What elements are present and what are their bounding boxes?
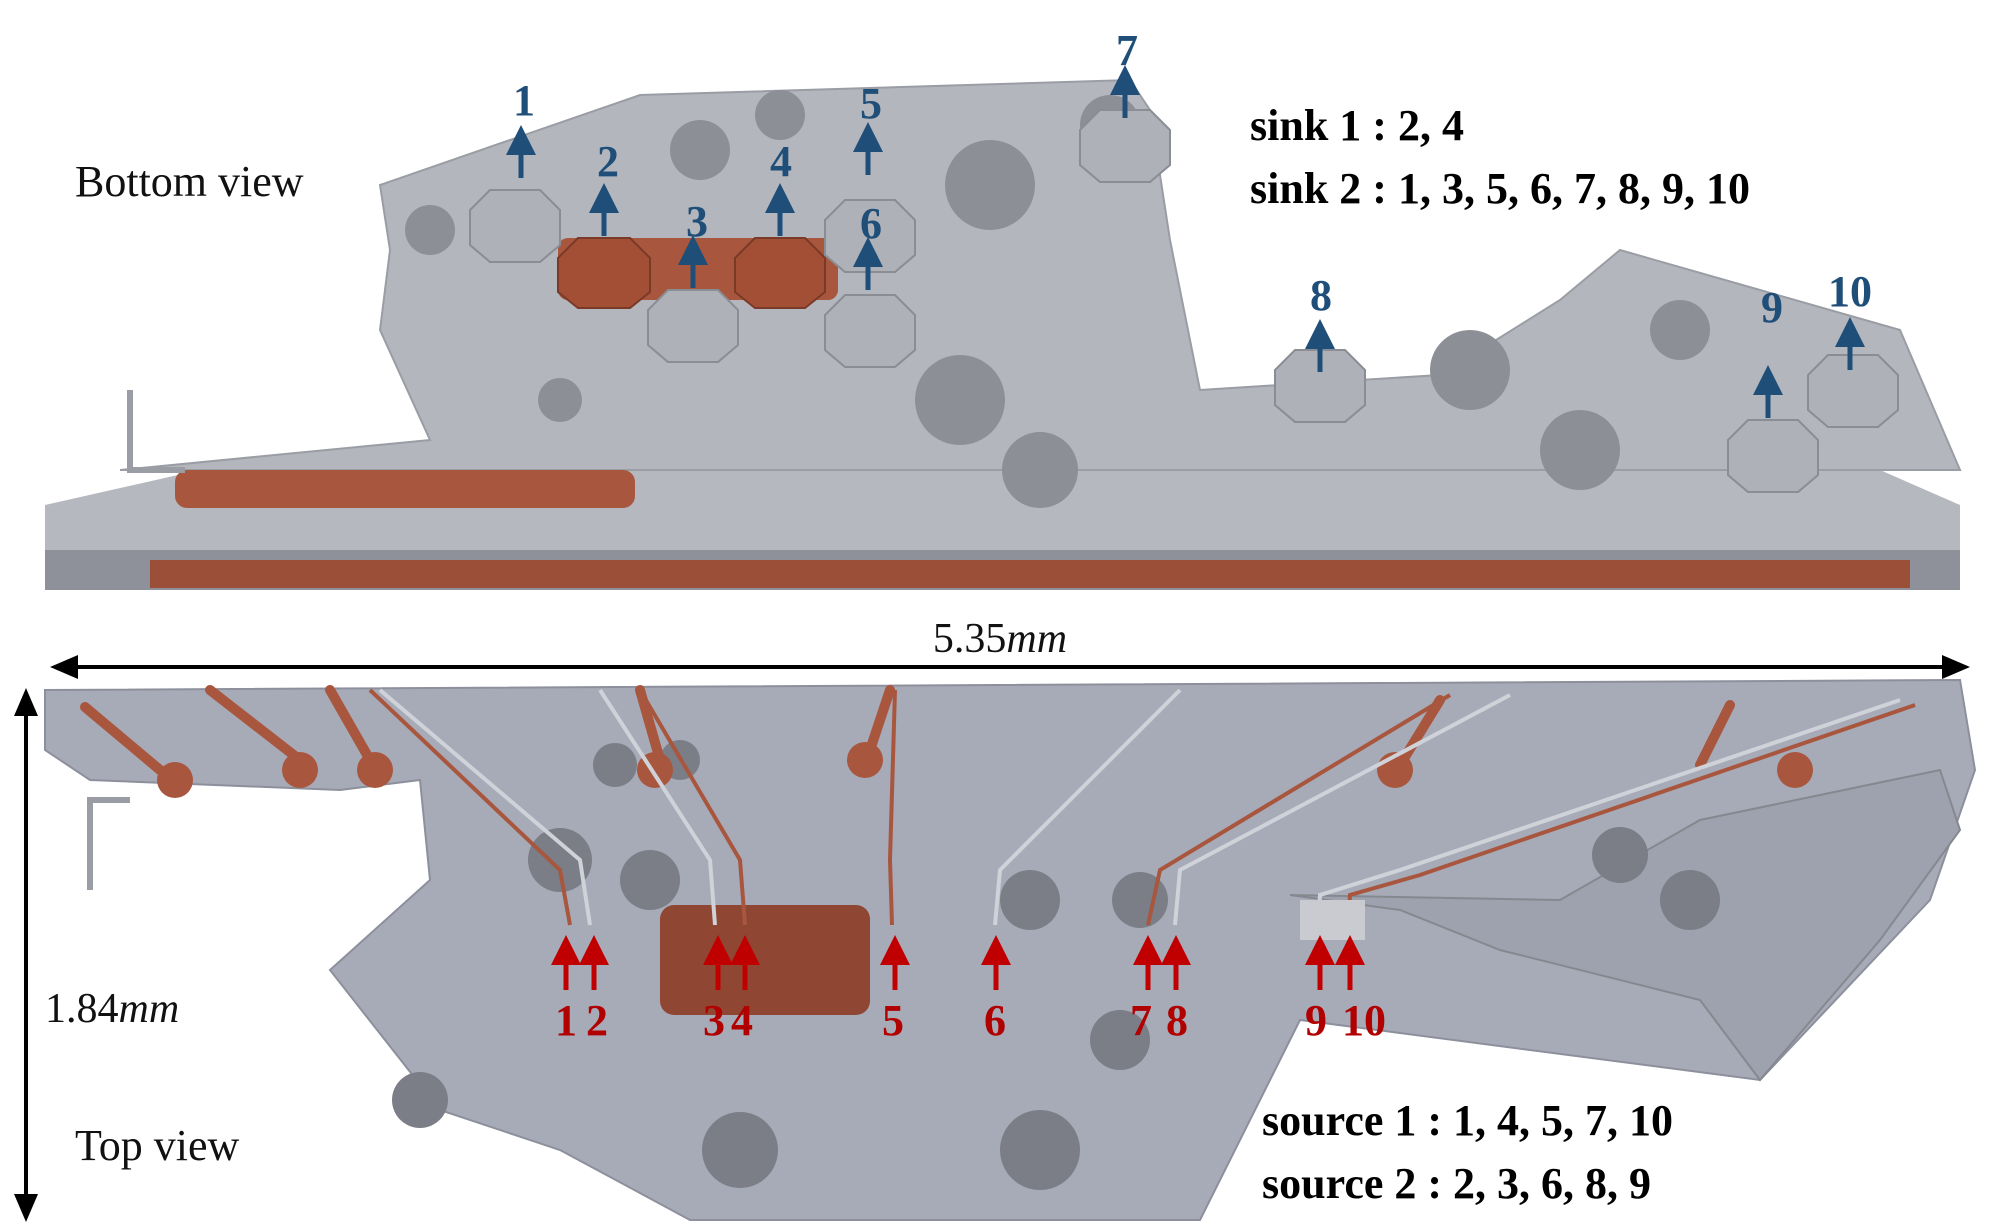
bottom-copper-rail <box>175 470 635 508</box>
width-unit: mm <box>1006 616 1067 662</box>
source-port-3: 3 <box>703 996 725 1045</box>
sink-port-10: 10 <box>1828 267 1872 316</box>
source-port-8: 8 <box>1166 996 1188 1045</box>
bottom-view-device <box>45 78 1962 590</box>
source-port-5: 5 <box>882 996 904 1045</box>
height-unit: mm <box>119 986 180 1032</box>
sink-port-7: 7 <box>1116 26 1138 75</box>
width-dimension: 5.35mm <box>50 616 1970 679</box>
legend-sink-1: sink 1 : 2, 4 <box>1250 101 1464 150</box>
width-label: 5.35mm <box>933 616 1067 662</box>
source-port-labels: 1 2 3 4 5 6 7 8 9 10 <box>555 996 1386 1045</box>
top-wire <box>87 797 130 890</box>
source-port-4: 4 <box>731 996 753 1045</box>
height-dimension: 1.84mm <box>14 688 179 1222</box>
bottom-copper-strip <box>150 560 1910 588</box>
source-port-10: 10 <box>1342 996 1386 1045</box>
legend-source-1: source 1 : 1, 4, 5, 7, 10 <box>1262 1096 1673 1145</box>
sink-port-5: 5 <box>860 79 882 128</box>
sink-port-8: 8 <box>1310 271 1332 320</box>
sink-port-1: 1 <box>513 76 535 125</box>
height-value: 1.84 <box>45 986 119 1032</box>
sink-arrows <box>506 65 1865 418</box>
sink-port-3: 3 <box>686 197 708 246</box>
bottom-main-body <box>119 78 1962 471</box>
top-port-block <box>1300 900 1365 940</box>
source-arrows <box>551 935 1365 990</box>
sink-port-2: 2 <box>597 137 619 186</box>
top-view-label: Top view <box>75 1121 240 1170</box>
sink-port-4: 4 <box>770 137 792 186</box>
source-port-2: 2 <box>586 996 608 1045</box>
legend-sink-2: sink 2 : 1, 3, 5, 6, 7, 8, 9, 10 <box>1250 164 1750 213</box>
bottom-wire <box>127 390 185 473</box>
top-view-device <box>44 678 1977 1221</box>
top-copper-traces <box>80 685 1735 775</box>
top-holes <box>392 740 1720 1190</box>
width-value: 5.35 <box>933 616 1007 662</box>
source-port-9: 9 <box>1305 996 1327 1045</box>
source-port-7: 7 <box>1130 996 1152 1045</box>
sink-port-9: 9 <box>1761 283 1783 332</box>
bottom-posts <box>469 109 1899 493</box>
source-port-1: 1 <box>555 996 577 1045</box>
sink-port-labels: 1 2 3 4 5 6 7 8 9 10 <box>513 26 1872 332</box>
sink-port-6: 6 <box>860 199 882 248</box>
top-copper-pad <box>660 905 870 1015</box>
bottom-view-label: Bottom view <box>75 157 304 206</box>
height-label: 1.84mm <box>45 986 179 1032</box>
top-right-layer <box>1289 768 1962 1082</box>
source-port-6: 6 <box>984 996 1006 1045</box>
legend-source-2: source 2 : 2, 3, 6, 8, 9 <box>1262 1159 1651 1208</box>
